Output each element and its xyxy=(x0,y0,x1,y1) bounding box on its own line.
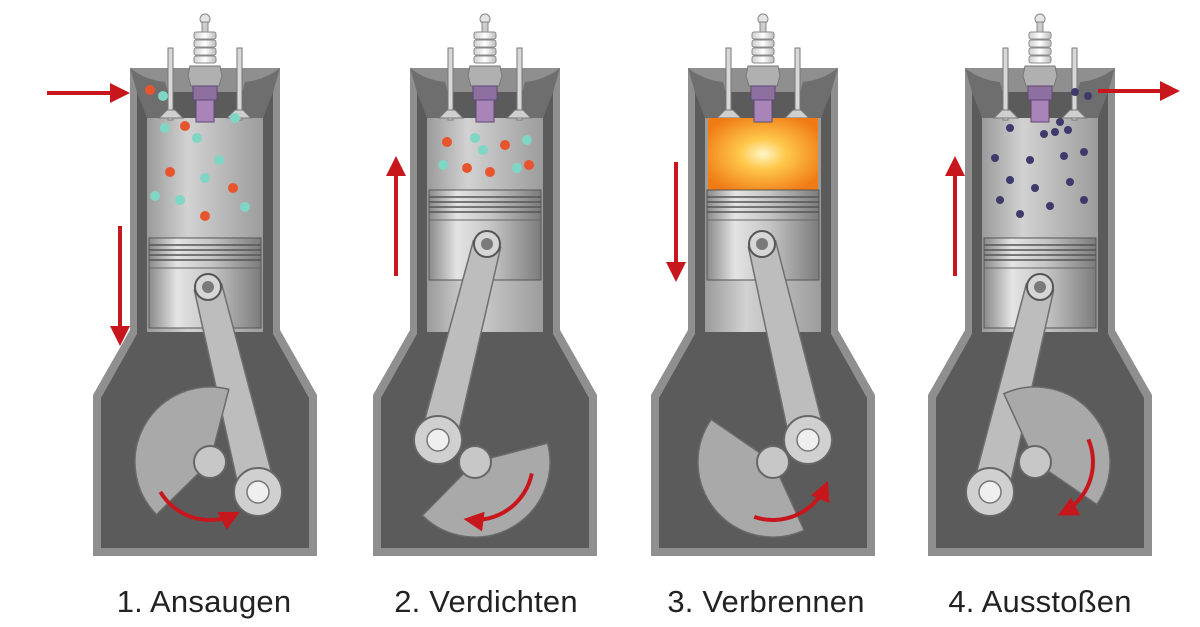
connecting-rod xyxy=(193,273,283,517)
gas-particles xyxy=(145,85,250,221)
stage-caption-compression: 2. Verdichten xyxy=(394,584,578,619)
spark-plug-icon xyxy=(1022,13,1058,123)
spark-plug-icon xyxy=(467,13,503,123)
crank-rotation-arrow xyxy=(463,473,534,532)
crank-rotation-arrow xyxy=(158,490,240,530)
spark-plug-icon xyxy=(745,13,781,123)
combustion-flame xyxy=(708,118,818,190)
crank-counterweight xyxy=(1002,386,1111,506)
crankshaft-journal xyxy=(193,445,227,479)
engine-compression xyxy=(373,13,597,556)
stage-caption-intake: 1. Ansaugen xyxy=(116,584,292,619)
crankshaft-journal xyxy=(458,445,492,479)
crank-rotation-arrow xyxy=(1057,438,1095,516)
gas-particles xyxy=(438,133,534,177)
crankshaft-journal xyxy=(756,445,790,479)
engine-combustion xyxy=(651,13,875,556)
stage-caption-combustion: 3. Verbrennen xyxy=(667,584,865,619)
crank-counterweight xyxy=(421,442,551,538)
connecting-rod xyxy=(747,230,833,465)
crank-counterweight xyxy=(134,386,230,516)
crank-counterweight xyxy=(697,418,806,538)
crank-rotation-arrow xyxy=(753,480,830,523)
crankshaft-journal xyxy=(1018,445,1052,479)
gas-particles xyxy=(991,88,1092,218)
spark-plug-icon xyxy=(187,13,223,123)
engine-exhaust xyxy=(928,13,1152,556)
connecting-rod xyxy=(413,230,502,465)
engine-intake xyxy=(93,13,317,556)
stage-caption-exhaust: 4. Ausstoßen xyxy=(948,584,1132,619)
